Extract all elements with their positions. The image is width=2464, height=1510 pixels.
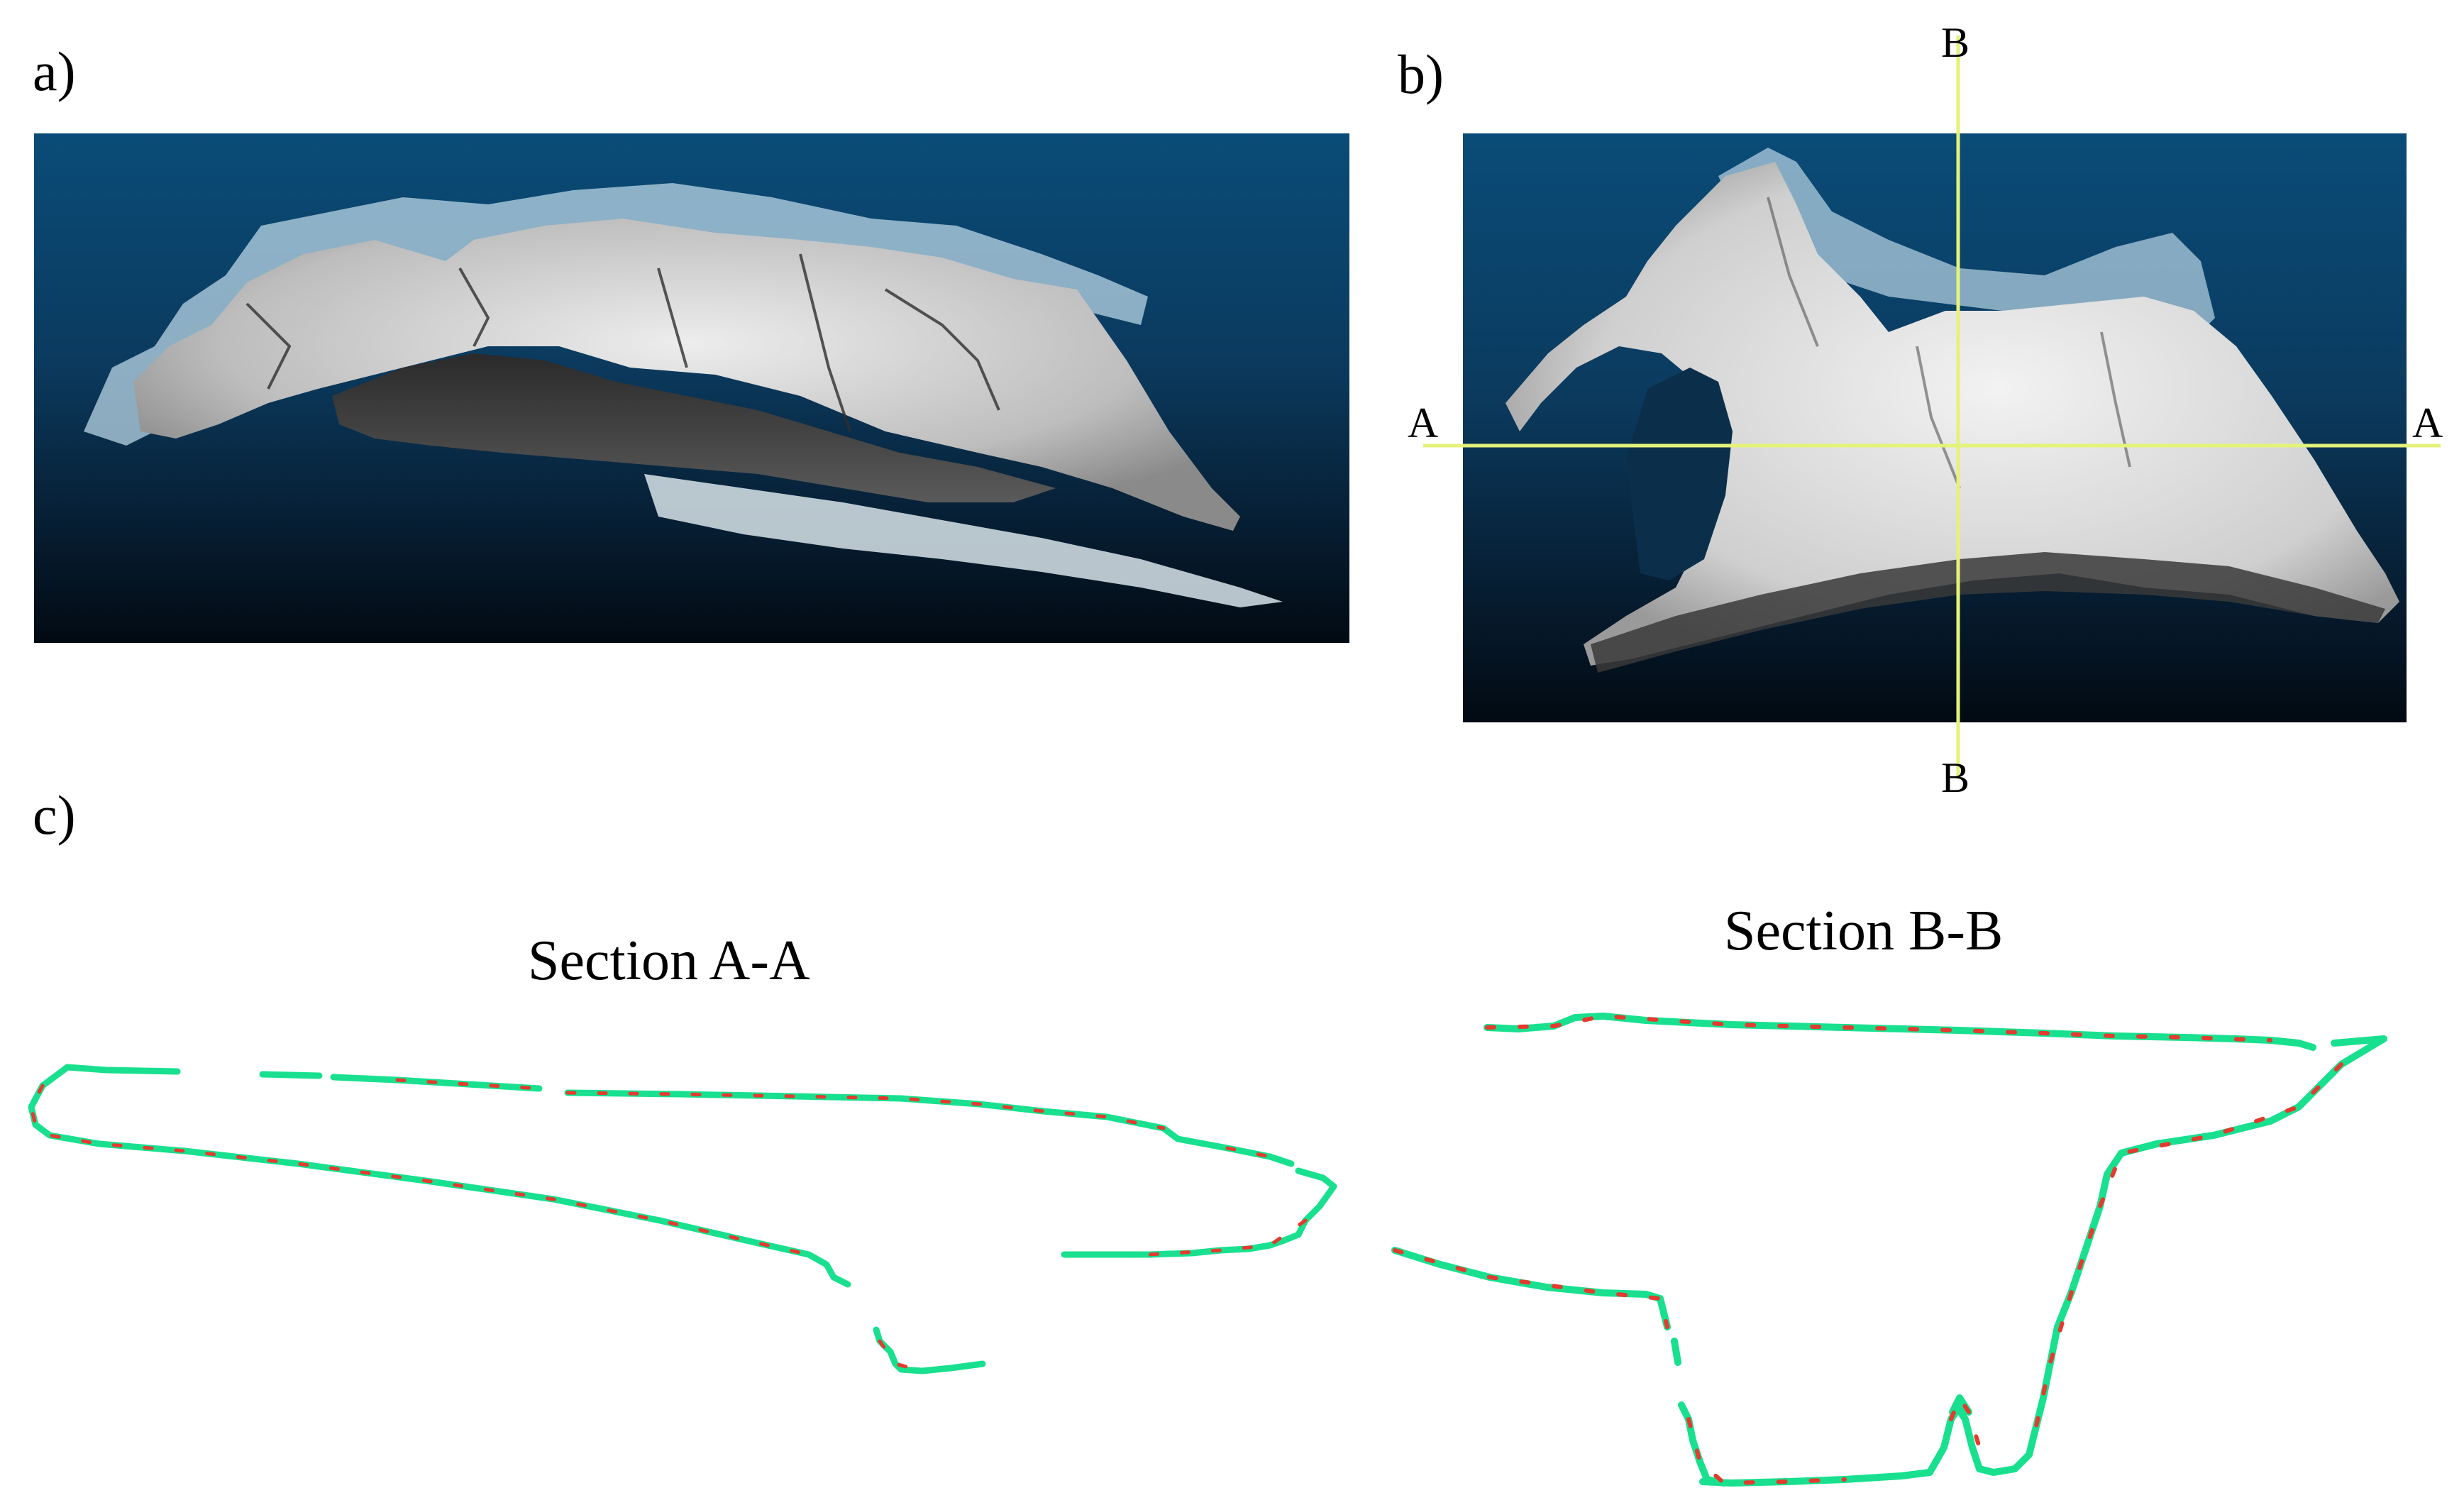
section-a-a-title: Section A-A — [528, 930, 810, 992]
cave-plan-point-cloud — [1506, 148, 2399, 673]
cave-longitudinal-point-cloud — [84, 183, 1283, 607]
panel-a-point-cloud-view — [34, 133, 1349, 643]
panel-b-label: b) — [1398, 43, 1444, 105]
scan-fringe-plan — [1718, 148, 2215, 346]
section-a-a-profile-secondary — [29, 1078, 1308, 1373]
panel-a-label: a) — [33, 40, 76, 102]
section-b-bottom-label: B — [1941, 754, 1970, 801]
rock-fractures — [245, 253, 1000, 432]
cave-opening — [1626, 368, 1733, 580]
cave-lower-ledge — [644, 474, 1283, 607]
panel-b-point-cloud-view — [1463, 133, 2407, 722]
section-a-left-label: A — [1408, 399, 1439, 446]
section-b-b-profile-primary — [1391, 1013, 2387, 1487]
panel-c-label: c) — [33, 784, 76, 846]
section-a-right-label: A — [2412, 399, 2443, 446]
section-b-top-label: B — [1941, 19, 1970, 66]
section-b-b-title: Section B-B — [1724, 900, 2004, 962]
cave-wall-band — [1591, 552, 2385, 673]
cave-roof-surface — [133, 219, 1240, 531]
section-b-b-profile-secondary — [1393, 1014, 2343, 1485]
cave-plan-surface — [1506, 162, 2399, 666]
cave-floor-surface — [332, 353, 1056, 502]
